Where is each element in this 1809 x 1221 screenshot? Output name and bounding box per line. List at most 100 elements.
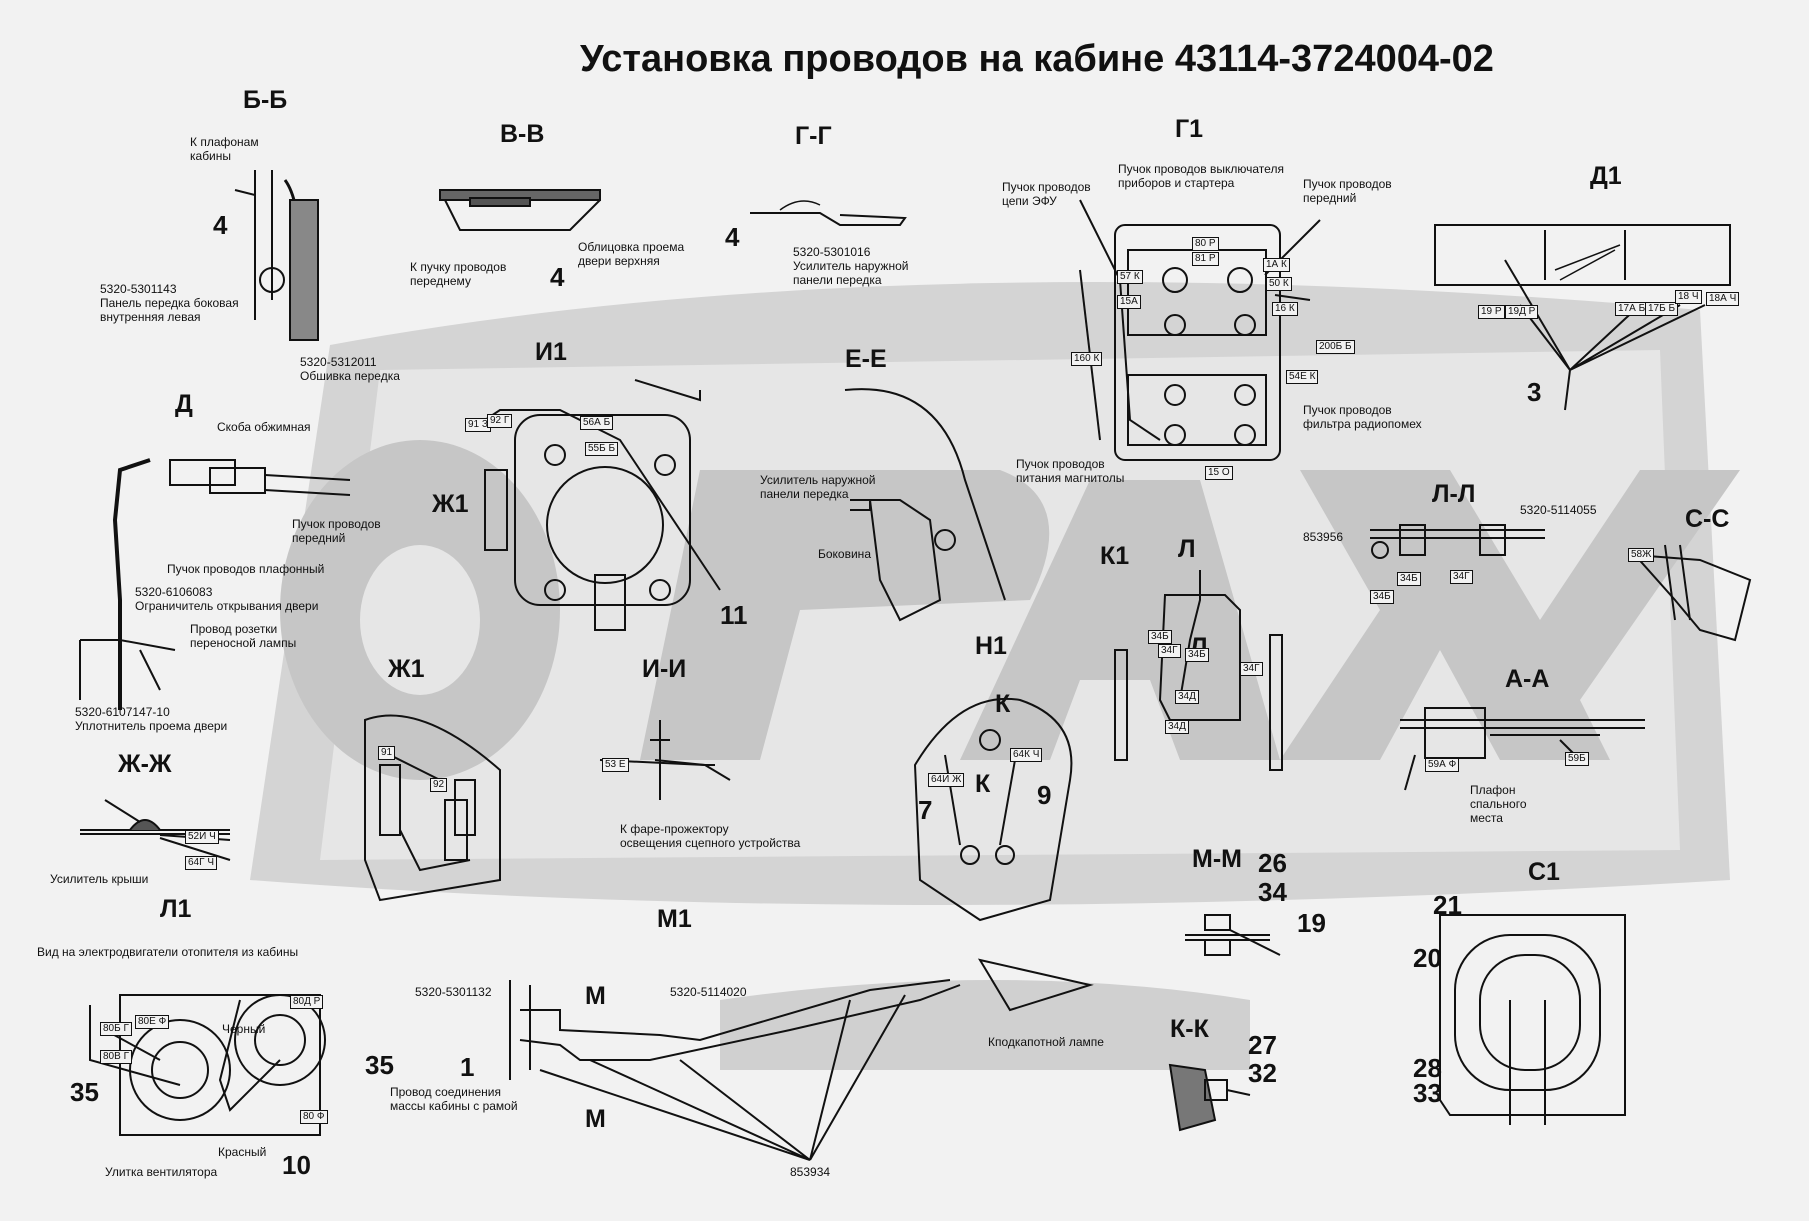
caption-ee-reinf: Усилитель наружной панели передка — [760, 473, 876, 501]
callout-4b: 4 — [550, 262, 565, 292]
caption-ll-num: 853956 — [1303, 530, 1344, 544]
section-label-bb: Б-Б — [243, 86, 288, 114]
caption-aa: Плафон спального места — [1470, 783, 1527, 825]
wire-tag: 18А Ч — [1706, 292, 1740, 306]
section-vv-drawing — [439, 189, 601, 231]
caption-vv-left: К пучку проводов переднему — [410, 260, 507, 288]
wire-tag: 50 К — [1266, 277, 1292, 291]
wire-tag: 64И Ж — [928, 773, 965, 787]
callout-20: 20 — [1413, 943, 1442, 973]
wire-tag: 59Б — [1565, 752, 1589, 766]
wire-tag: 15 О — [1205, 466, 1233, 480]
wire-tag: 34Б — [1185, 648, 1209, 662]
callout-9: 9 — [1037, 780, 1052, 810]
wire-tag: 16 К — [1272, 302, 1298, 316]
wire-tag: 34Г — [1450, 570, 1473, 584]
section-label-c1: С1 — [1528, 858, 1560, 886]
section-ll-drawing — [1370, 524, 1545, 559]
wire-tag: 54Е К — [1286, 370, 1319, 384]
caption-bb-right: 5320-5312011 Обшивка передка — [300, 355, 400, 383]
callout-27: 27 — [1248, 1030, 1277, 1060]
section-label-kk: К-К — [1170, 1015, 1209, 1043]
wire-tag: 18 Ч — [1675, 290, 1702, 304]
caption-vv-right: Облицовка проема двери верхняя — [578, 240, 685, 268]
wire-tag: 92 Г — [487, 414, 513, 428]
caption-g1-mag: Пучок проводов питания магнитолы — [1016, 457, 1125, 485]
section-gg-drawing — [750, 200, 907, 226]
wire-tag: 34Д — [1175, 690, 1199, 704]
caption-ll-part: 5320-5114055 — [1520, 503, 1597, 517]
caption-m1-a: 5320-5301132 — [415, 985, 492, 999]
wire-tag: 55Б Б — [585, 442, 619, 456]
caption-m1-b: 5320-5114020 — [670, 985, 747, 999]
caption-g1-right: Пучок проводов передний — [1303, 177, 1392, 205]
section-label-zhzh: Ж-Ж — [118, 750, 172, 778]
caption-g1-top: Пучок проводов выключателя приборов и ст… — [1118, 162, 1284, 190]
wire-tag: 200Б Б — [1316, 340, 1355, 354]
section-label-ii: И-И — [642, 655, 687, 683]
section-ee-drawing — [844, 388, 1006, 622]
wire-tag: 19Д Р — [1505, 305, 1539, 319]
caption-d-plafon: Пучок проводов плафонный — [167, 562, 325, 576]
wire-tag: 92 — [430, 778, 448, 792]
wire-tag: 80 Ф — [300, 1110, 328, 1124]
caption-zhzh: Усилитель крыши — [50, 872, 149, 886]
callout-11: 11 — [720, 600, 748, 630]
caption-bb-top: К плафонам кабины — [190, 135, 259, 163]
wire-tag: 91 — [378, 746, 396, 760]
section-k1-drawing — [1114, 570, 1283, 771]
caption-d-socket: Провод розетки переносной лампы — [190, 622, 297, 650]
section-label-ee: Е-Е — [845, 345, 887, 373]
section-label-k-a: К — [995, 690, 1011, 718]
wire-tag: 34Б — [1148, 630, 1172, 644]
wire-tag: 34Г — [1158, 644, 1181, 658]
section-g1-drawing — [1079, 199, 1321, 461]
caption-m1-mass: Провод соединения массы кабины с рамой — [390, 1085, 518, 1113]
section-ii-drawing — [599, 720, 731, 800]
wire-tag: 19 Р — [1478, 305, 1505, 319]
wire-tag: 17Б Б — [1645, 302, 1679, 316]
callout-35b: 35 — [365, 1050, 394, 1080]
callout-28: 28 — [1413, 1053, 1442, 1083]
section-label-aa: А-А — [1505, 665, 1550, 693]
section-label-n1: Н1 — [975, 632, 1007, 660]
caption-bb-bottom: 5320-5301143 Панель передка боковая внут… — [100, 282, 239, 324]
caption-g1-left: Пучок проводов цепи ЭФУ — [1002, 180, 1091, 208]
section-label-mm: М-М — [1192, 845, 1242, 873]
section-d-drawing — [79, 458, 351, 710]
caption-l1-black: Черный — [222, 1022, 266, 1036]
wire-tag: 52И Ч — [185, 830, 219, 844]
caption-d-limiter: 5320-6106083 Ограничитель открывания две… — [135, 585, 319, 613]
wire-tag: 56А Б — [580, 416, 614, 430]
caption-d-clamp: Скоба обжимная — [217, 420, 311, 434]
caption-m1-part: 853934 — [790, 1165, 831, 1179]
section-label-m-top: М — [585, 982, 606, 1010]
callout-4a: 4 — [213, 210, 228, 240]
caption-l1-red: Красный — [218, 1145, 267, 1159]
wire-tag: 34Б — [1370, 590, 1394, 604]
callout-10: 10 — [282, 1150, 311, 1180]
callout-4c: 4 — [725, 222, 740, 252]
wire-tag: 17А Б — [1615, 302, 1649, 316]
section-label-l-a: Л — [1178, 535, 1196, 563]
section-label-gg: Г-Г — [795, 122, 832, 150]
wire-tag: 58Ж — [1628, 548, 1655, 562]
wire-tag: 15А — [1117, 295, 1141, 309]
wire-tag: 64Г Ч — [185, 856, 217, 870]
caption-gg: 5320-5301016 Усилитель наружной панели п… — [793, 245, 909, 287]
section-m1-drawing — [509, 958, 1094, 1161]
callout-35a: 35 — [70, 1077, 99, 1107]
wire-tag: 80 Р — [1192, 237, 1219, 251]
caption-g1-radio: Пучок проводов фильтра радиопомех — [1303, 403, 1422, 431]
caption-d-front: Пучок проводов передний — [292, 517, 381, 545]
section-label-k1: К1 — [1100, 542, 1130, 570]
section-i1-drawing — [469, 379, 721, 631]
section-label-i1: И1 — [535, 338, 567, 366]
wire-tag: 57 К — [1117, 270, 1143, 284]
section-ss-drawing — [1632, 544, 1752, 642]
wire-tag: 80Б Г — [100, 1022, 132, 1036]
wire-tag: 53 Е — [602, 758, 629, 772]
section-n1-drawing — [913, 697, 1073, 922]
section-label-zh1-a: Ж1 — [432, 490, 469, 518]
